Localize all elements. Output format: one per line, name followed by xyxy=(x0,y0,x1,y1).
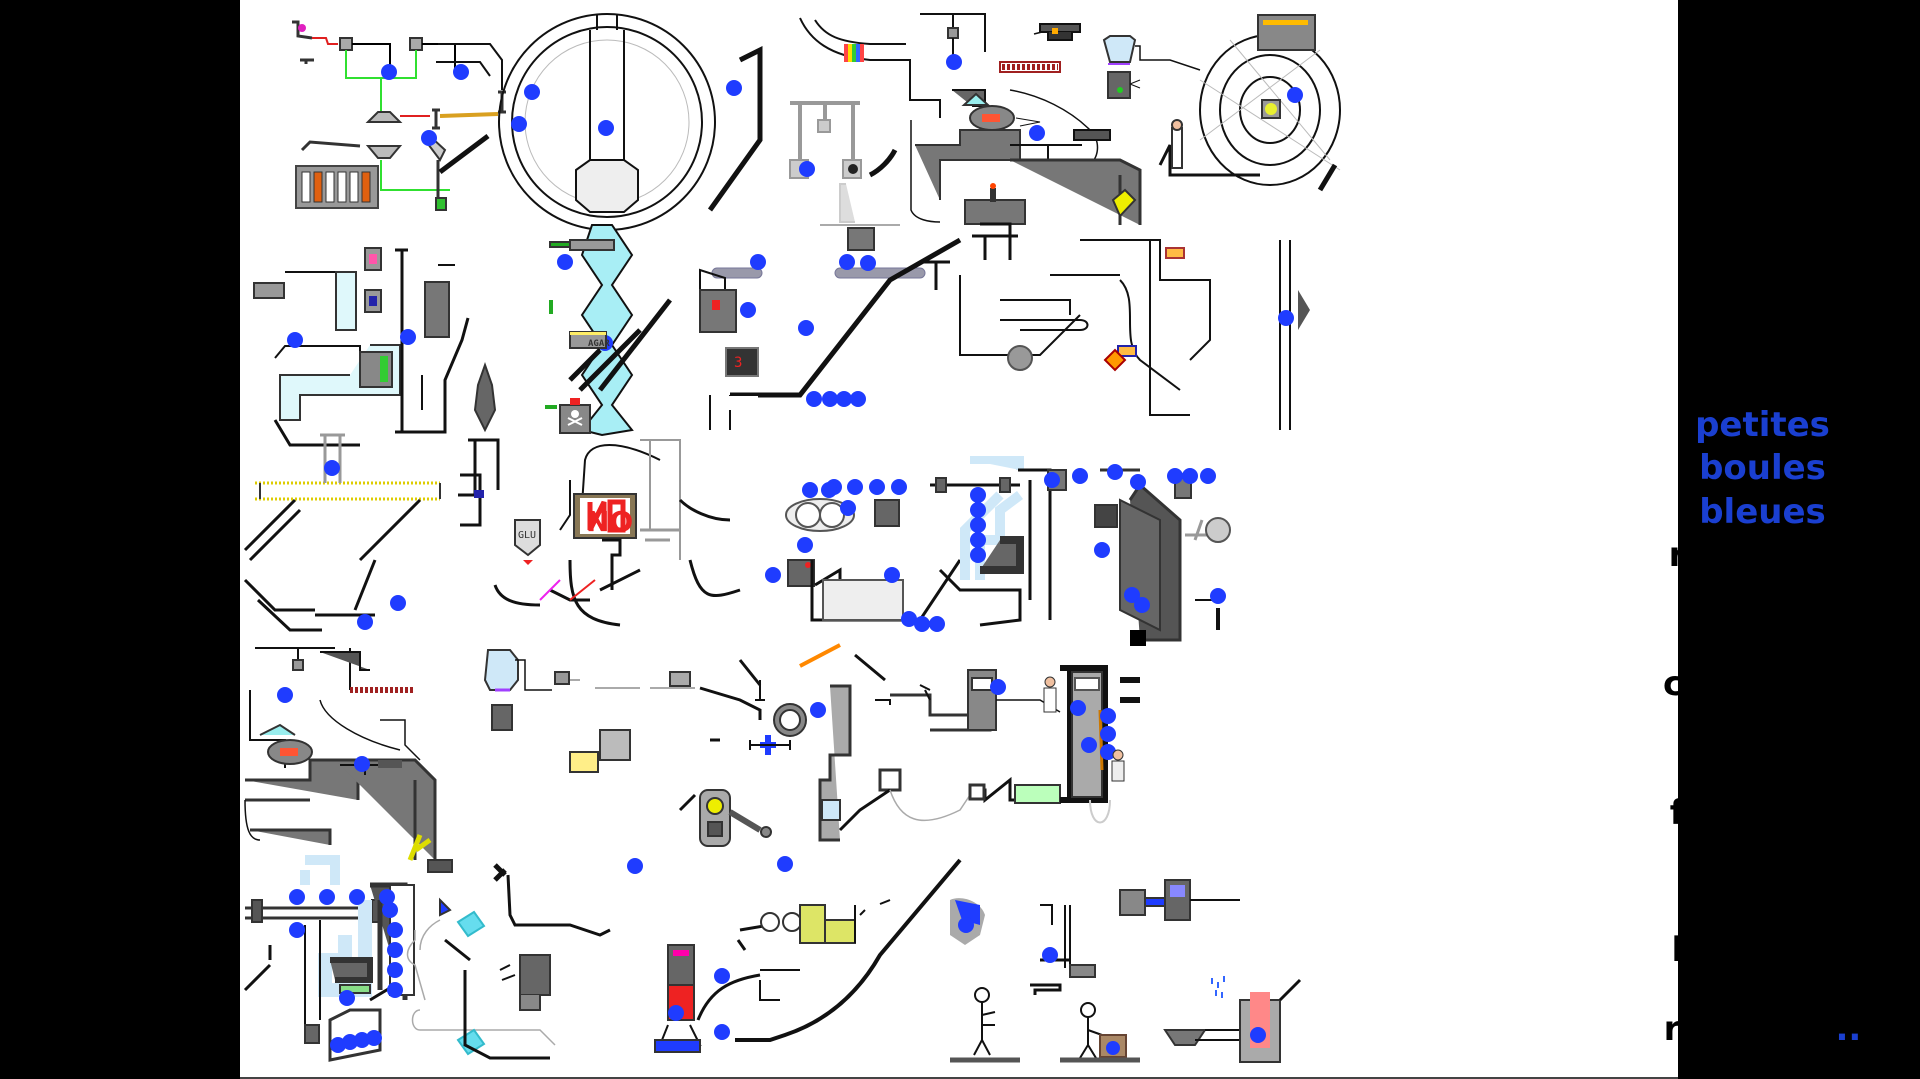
row-two-right xyxy=(598,237,1310,430)
machine-illustration: AGAR xyxy=(243,13,1341,1063)
caption-line: faire, une xyxy=(1669,793,1856,834)
row-five-machinery xyxy=(243,855,1302,1063)
blue-ball-icon xyxy=(839,254,855,270)
skull-box-icon xyxy=(567,410,583,426)
caption-line: pensée xyxy=(1693,620,1832,661)
blue-ball-icon xyxy=(524,84,540,100)
blue-ball-icon xyxy=(598,120,614,136)
svg-text:NO: NO xyxy=(586,505,633,538)
caption-line: ou un xyxy=(1708,879,1817,920)
blue-ball-icon xyxy=(324,460,340,476)
row-three-right xyxy=(785,456,1231,646)
caption-last-line: résoudre.. xyxy=(1640,1008,1885,1051)
blue-ball-icon xyxy=(1029,125,1045,141)
stick-figure-icon xyxy=(950,987,1140,1063)
row-two-machinery xyxy=(253,239,642,447)
blue-ball-icon xyxy=(453,64,469,80)
ball-row xyxy=(806,391,866,407)
blue-ball-icon xyxy=(1070,700,1086,716)
blue-ball-icon xyxy=(354,756,370,772)
blue-ball-icon xyxy=(740,302,756,318)
grate-icon xyxy=(295,165,379,209)
caption-line: Chez la xyxy=(1693,233,1832,273)
caption-line: t une xyxy=(1712,707,1813,748)
blue-ball-icon xyxy=(1081,737,1097,753)
top-middle-machinery xyxy=(789,13,1260,260)
blue-ball-icon xyxy=(765,567,781,583)
caption-last-word: résoudre xyxy=(1663,1008,1836,1049)
caption-line: boules xyxy=(1699,448,1826,489)
wheel-track xyxy=(436,13,763,231)
blue-ball-icon xyxy=(726,80,742,96)
blue-ball-icon xyxy=(511,116,527,132)
caption-line: représent xyxy=(1668,534,1857,575)
blue-ball-icon xyxy=(1100,708,1116,724)
caption-line: e une xyxy=(1709,577,1816,618)
blue-ball-icon xyxy=(1100,726,1116,742)
row-four-machinery xyxy=(244,643,1140,861)
blue-ball-icon xyxy=(381,64,397,80)
blue-ball-icon xyxy=(799,161,815,177)
blue-ball-icon xyxy=(1287,87,1303,103)
blue-ball-icon xyxy=(798,320,814,336)
caption-line: décision xyxy=(1683,836,1842,877)
counter-display: 3 xyxy=(734,355,742,371)
caption-line: bleues xyxy=(1699,491,1826,532)
ball-cluster-bottom xyxy=(289,856,1266,1053)
agar-label: AGAR xyxy=(588,339,610,349)
caption-line: femme, xyxy=(1690,276,1835,317)
blue-ball-icon xyxy=(287,332,303,348)
blue-ball-icon xyxy=(557,254,573,270)
zigzag-chute xyxy=(580,224,634,437)
spiral-track xyxy=(1199,14,1341,192)
caption-line: chose à xyxy=(1689,750,1836,791)
rain-icon xyxy=(1211,976,1225,998)
blue-ball-icon xyxy=(357,614,373,630)
blue-ball-icon xyxy=(860,255,876,271)
caption-line: Chacune xyxy=(1680,319,1845,360)
blue-ball-icon xyxy=(750,254,766,270)
blue-ball-icon xyxy=(400,329,416,345)
caption-line: petites xyxy=(1695,405,1830,446)
scientist-icon xyxy=(1043,676,1125,782)
caption-line: des xyxy=(1728,362,1797,403)
blue-ball-icon xyxy=(421,130,437,146)
blue-ball-icon xyxy=(990,679,1006,695)
blue-ball-icon xyxy=(946,54,962,70)
presentation-slide: AGAR xyxy=(240,0,1862,1079)
caption-line: à xyxy=(1751,965,1774,1006)
glu-label: GLU xyxy=(518,530,536,541)
row-three-machinery xyxy=(243,433,741,632)
caption-line: problème xyxy=(1671,922,1854,963)
caption-line: concernan xyxy=(1662,663,1863,704)
blue-ball-icon xyxy=(810,702,826,718)
sign-no: NO xyxy=(586,505,633,538)
caption-ellipsis: .. xyxy=(1835,1008,1862,1049)
blue-ball-icon xyxy=(1278,310,1294,326)
blue-ball-icon xyxy=(277,687,293,703)
blue-ball-icon xyxy=(390,595,406,611)
